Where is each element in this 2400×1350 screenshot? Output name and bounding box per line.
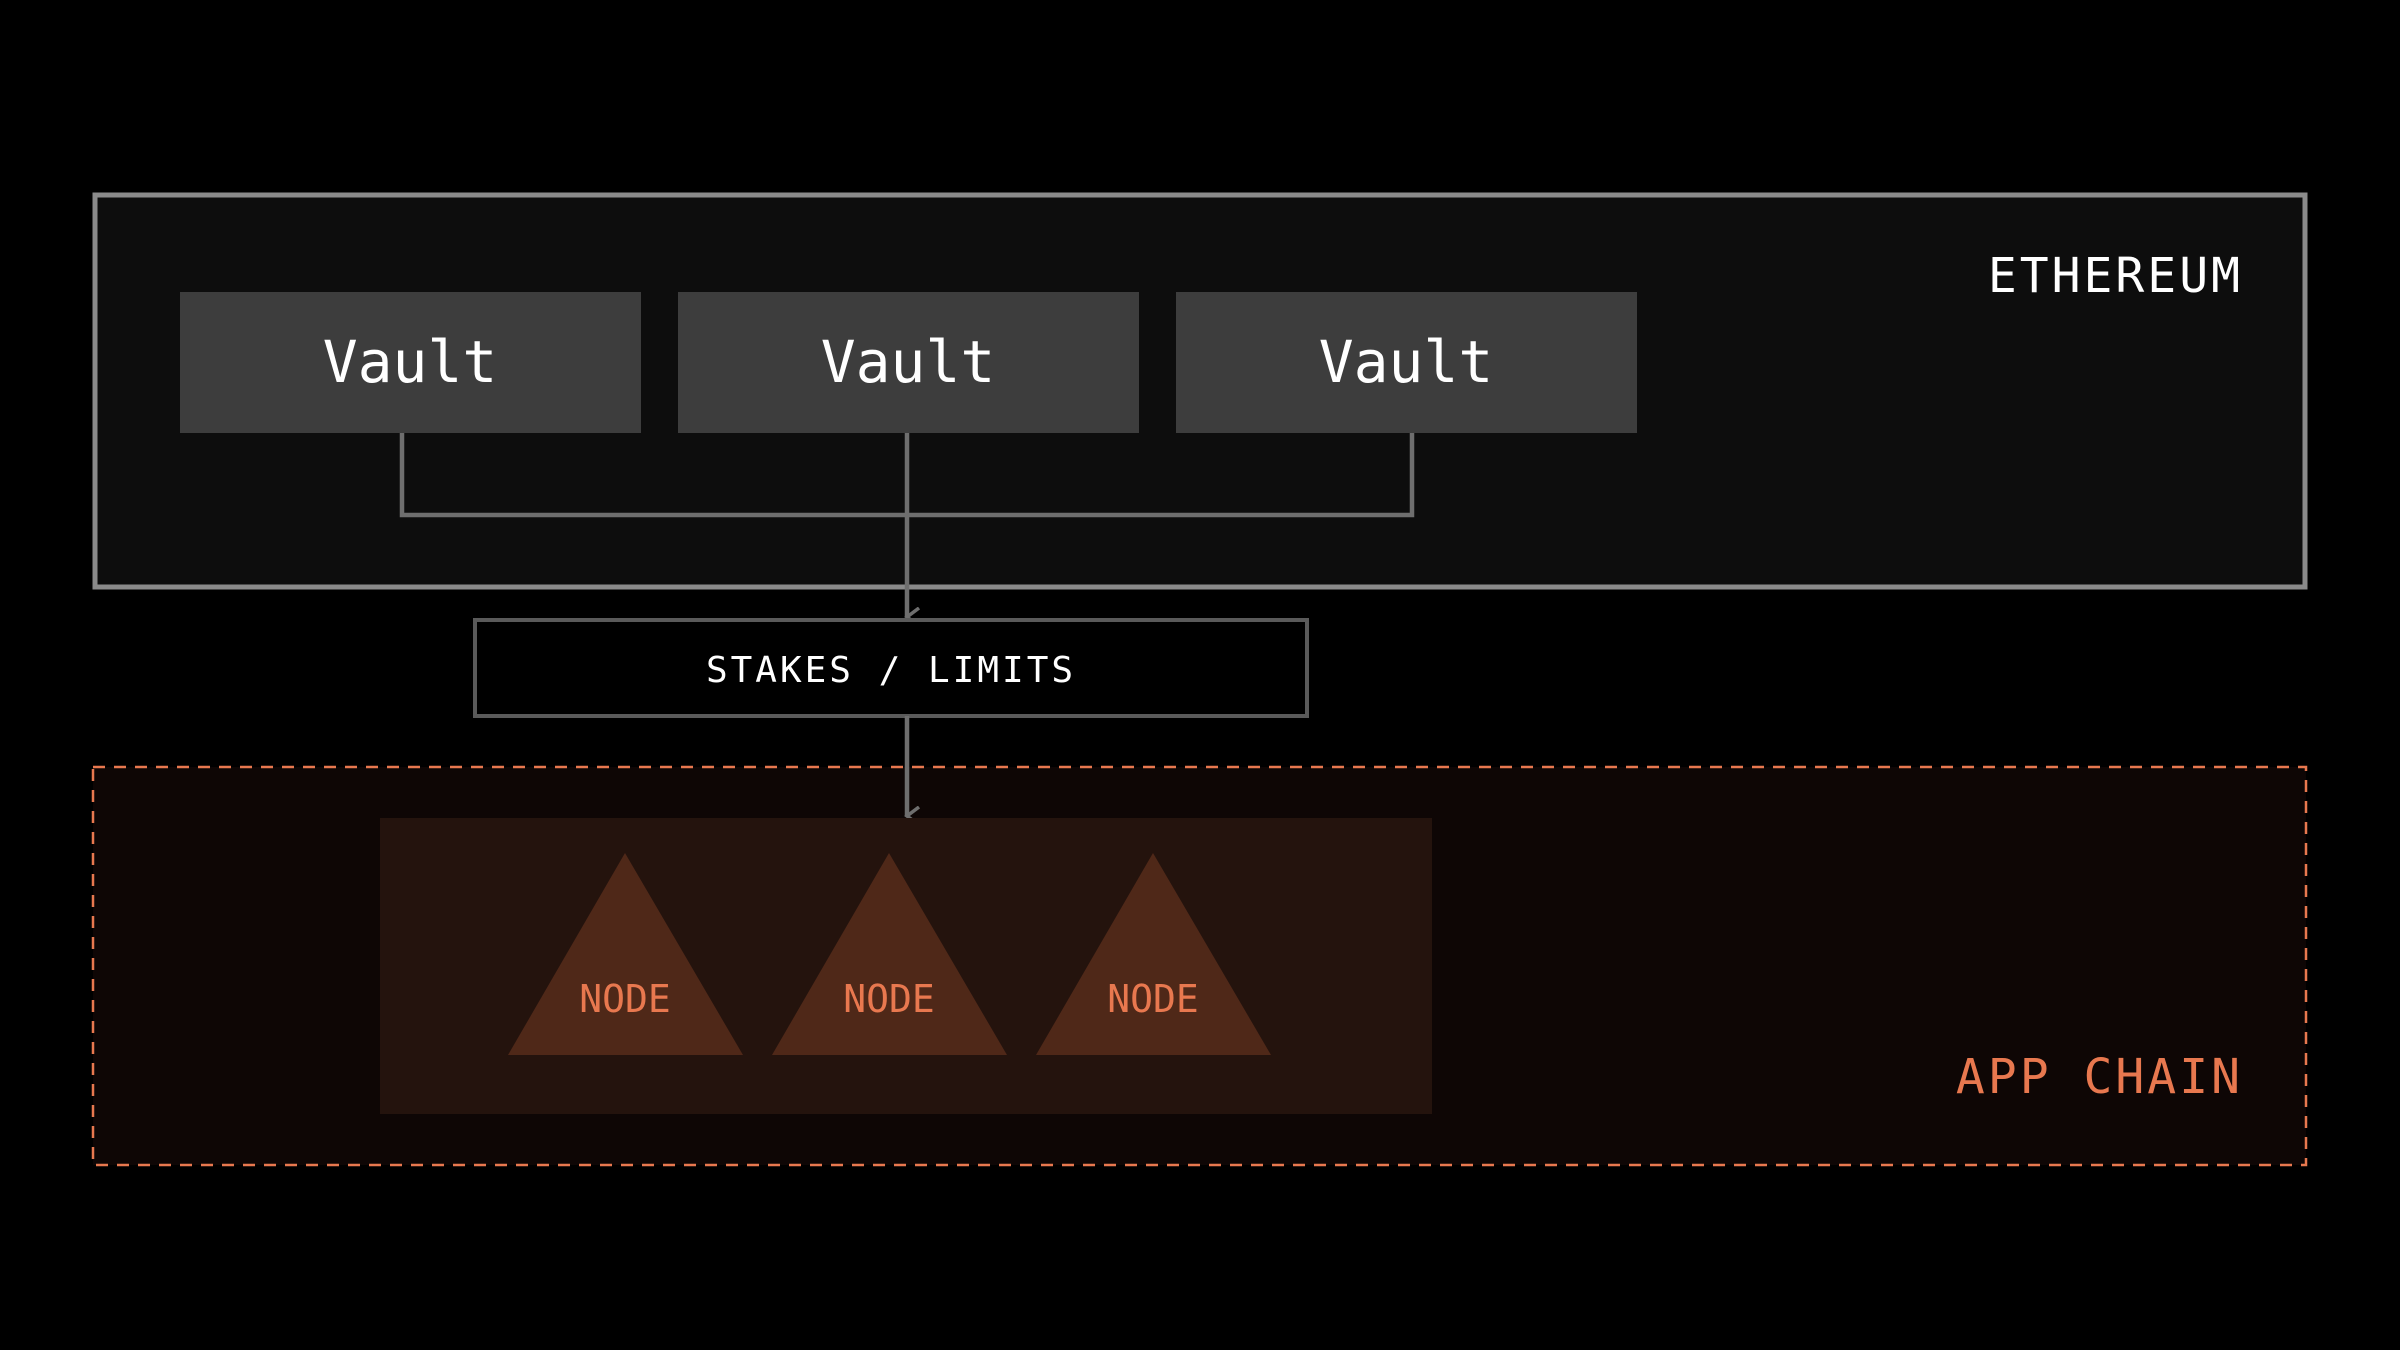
vault-box (180, 292, 641, 433)
node-2: NODE (772, 853, 1007, 1055)
node-label: NODE (579, 977, 671, 1021)
vault-box (1176, 292, 1637, 433)
node-label: NODE (843, 977, 935, 1021)
vault-label: Vault (1319, 328, 1494, 396)
vault-box (678, 292, 1139, 433)
vault-3: Vault (1176, 292, 1637, 433)
vault-label: Vault (821, 328, 996, 396)
node-label: NODE (1107, 977, 1199, 1021)
node-triangle (1036, 853, 1271, 1055)
node-triangle (508, 853, 743, 1055)
node-1: NODE (508, 853, 743, 1055)
node-triangle (772, 853, 1007, 1055)
app-chain-label: APP CHAIN (1956, 1049, 2243, 1105)
vault-2: Vault (678, 292, 1139, 433)
stakes-limits-label: STAKES / LIMITS (706, 650, 1076, 691)
stakes-limits-box (473, 618, 1309, 718)
node-3: NODE (1036, 853, 1271, 1055)
vault-label: Vault (323, 328, 498, 396)
vault-1: Vault (180, 292, 641, 433)
ethereum-label: ETHEREUM (1988, 248, 2243, 304)
